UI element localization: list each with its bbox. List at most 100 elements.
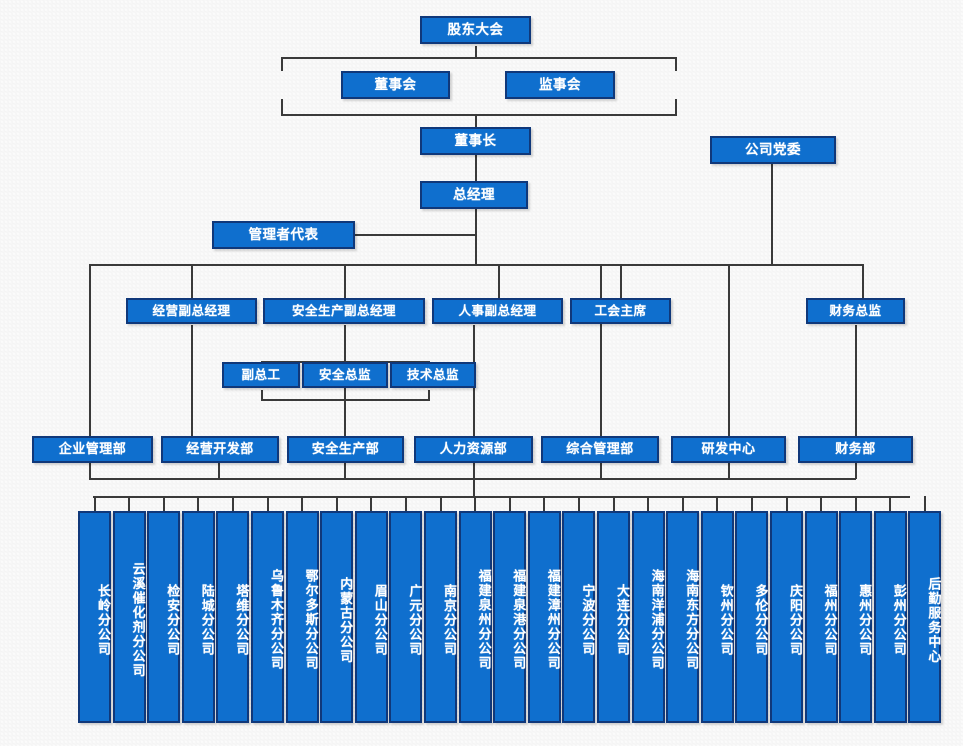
node-department-business-development[interactable]: 经营开发部 — [161, 436, 279, 463]
connector-branch-drop — [301, 496, 304, 511]
connector-exec-bus — [89, 264, 863, 266]
connector-jyfzjl-to-dept — [191, 325, 193, 436]
connector-to-supervisors — [675, 57, 677, 71]
node-party-committee[interactable]: 公司党委 — [710, 136, 836, 164]
connector-party-to-execbus — [771, 164, 773, 266]
node-branch-company[interactable]: 海南洋浦分公司 — [631, 511, 665, 723]
connector-branch-drop — [404, 496, 407, 511]
connector-branch-drop — [197, 496, 200, 511]
connector-board-down — [281, 99, 283, 115]
node-branch-company[interactable]: 福建泉港分公司 — [493, 511, 527, 723]
connector-exec-drop-zhgl — [600, 264, 602, 436]
connector-exec-drop-ghzx — [620, 264, 622, 298]
connector-branch-drop — [854, 496, 857, 511]
connector-exec-drop-cwzj — [862, 264, 864, 298]
connector-dept-yfzx-down — [728, 463, 730, 479]
node-branch-company[interactable]: 多伦分公司 — [735, 511, 769, 723]
connector-dept-zhgl-down — [600, 463, 602, 479]
connector-management-rep — [355, 234, 476, 236]
connector-dept-aqsc-down — [344, 463, 346, 479]
connector-branch-drop — [681, 496, 684, 511]
node-general-manager[interactable]: 总经理 — [420, 181, 528, 209]
node-chief-deputy-engineer[interactable]: 副总工 — [222, 362, 300, 388]
node-branch-company[interactable]: 惠州分公司 — [839, 511, 873, 723]
node-shareholders-meeting[interactable]: 股东大会 — [420, 16, 531, 44]
node-executive-union-chair[interactable]: 工会主席 — [570, 298, 671, 324]
node-branch-company[interactable]: 福建泉州分公司 — [458, 511, 492, 723]
node-board-of-directors[interactable]: 董事会 — [341, 71, 450, 99]
node-branch-company[interactable]: 陆城分公司 — [181, 511, 215, 723]
node-chief-safety-officer[interactable]: 安全总监 — [302, 362, 388, 388]
node-branch-company[interactable]: 福州分公司 — [804, 511, 838, 723]
connector-branch-drop — [647, 496, 650, 511]
node-branch-company[interactable]: 广元分公司 — [389, 511, 423, 723]
node-department-human-resources[interactable]: 人力资源部 — [414, 436, 533, 463]
connector-branch-drop — [543, 496, 546, 511]
node-branch-company[interactable]: 后勤服务中心 — [908, 511, 942, 723]
node-branch-company[interactable]: 宁波分公司 — [562, 511, 596, 723]
node-department-general-management[interactable]: 综合管理部 — [541, 436, 659, 463]
node-chief-technology-officer[interactable]: 技术总监 — [390, 362, 476, 388]
connector-exec-drop-aqscfzjl — [344, 264, 346, 298]
node-branch-company[interactable]: 乌鲁木齐分公司 — [251, 511, 284, 723]
node-branch-company[interactable]: 云溪催化剂分公司 — [112, 511, 146, 723]
node-executive-cfo[interactable]: 财务总监 — [806, 298, 905, 324]
connector-branch-bus — [93, 496, 910, 498]
node-branch-company[interactable]: 庆阳分公司 — [770, 511, 803, 723]
node-branch-company[interactable]: 福建漳州分公司 — [527, 511, 561, 723]
node-branch-company[interactable]: 海南东方分公司 — [666, 511, 700, 723]
node-board-of-supervisors[interactable]: 监事会 — [505, 71, 615, 99]
connector-branch-drop — [750, 496, 753, 511]
connector-branch-drop — [93, 496, 96, 511]
connector-cwzj-to-dept — [855, 325, 857, 436]
connector-branch-drop — [266, 496, 269, 511]
connector-shareholders-bus — [281, 57, 677, 59]
node-branch-company[interactable]: 眉山分公司 — [354, 511, 388, 723]
connector-branch-drop — [162, 496, 165, 511]
node-branch-company[interactable]: 鄂尔多斯分公司 — [285, 511, 319, 723]
node-department-enterprise-management[interactable]: 企业管理部 — [32, 436, 153, 463]
connector-branch-drop — [785, 496, 788, 511]
connector-exec-drop-yfzx — [728, 264, 730, 436]
connector-branch-drop — [335, 496, 338, 511]
connector-dept-qygl-down — [89, 463, 91, 479]
connector-branch-drop — [820, 496, 823, 511]
node-executive-safety-production-vp[interactable]: 安全生产副总经理 — [263, 298, 425, 324]
connector-gm-to-execbus — [475, 209, 477, 266]
node-branch-company[interactable]: 大连分公司 — [597, 511, 630, 723]
connector-chiefs-bottom-bracket — [261, 399, 429, 401]
connector-dept-jykf-down — [218, 463, 220, 479]
node-branch-company[interactable]: 钦州分公司 — [700, 511, 734, 723]
connector-exec-drop-qygl — [89, 264, 91, 436]
connector-exec-drop-jyfzjl — [191, 264, 193, 298]
connector-chairman-to-gm — [475, 155, 477, 181]
connector-branch-drop — [612, 496, 615, 511]
connector-branch-drop — [231, 496, 234, 511]
node-branch-company[interactable]: 塔维分公司 — [216, 511, 250, 723]
connector-chiefs-bot-left — [261, 390, 263, 401]
connector-shareholders-down — [475, 46, 477, 58]
node-executive-operations-vp[interactable]: 经营副总经理 — [126, 298, 257, 324]
node-department-finance[interactable]: 财务部 — [798, 436, 913, 463]
node-department-safety-production[interactable]: 安全生产部 — [287, 436, 404, 463]
connector-branch-drop — [716, 496, 719, 511]
connector-branch-drop — [439, 496, 442, 511]
connector-dept-hr-down — [473, 463, 475, 497]
node-management-representative[interactable]: 管理者代表 — [212, 221, 355, 249]
node-chairman[interactable]: 董事长 — [420, 127, 531, 155]
node-branch-company[interactable]: 长岭分公司 — [78, 511, 111, 723]
connector-to-board — [281, 57, 283, 71]
node-department-rd-center[interactable]: 研发中心 — [671, 436, 786, 463]
connector-dept-cw-down — [855, 463, 857, 479]
node-branch-company[interactable]: 南京分公司 — [424, 511, 457, 723]
node-branch-company[interactable]: 彭州分公司 — [873, 511, 907, 723]
connector-dept-bus — [89, 478, 856, 480]
connector-branch-drop — [474, 496, 477, 511]
node-branch-company[interactable]: 检安分公司 — [147, 511, 181, 723]
connector-branch-drop — [889, 496, 892, 511]
node-branch-company[interactable]: 内蒙古分公司 — [320, 511, 354, 723]
connector-branch-drop — [577, 496, 580, 511]
connector-supervisors-down — [675, 99, 677, 115]
node-executive-hr-vp[interactable]: 人事副总经理 — [432, 298, 563, 324]
